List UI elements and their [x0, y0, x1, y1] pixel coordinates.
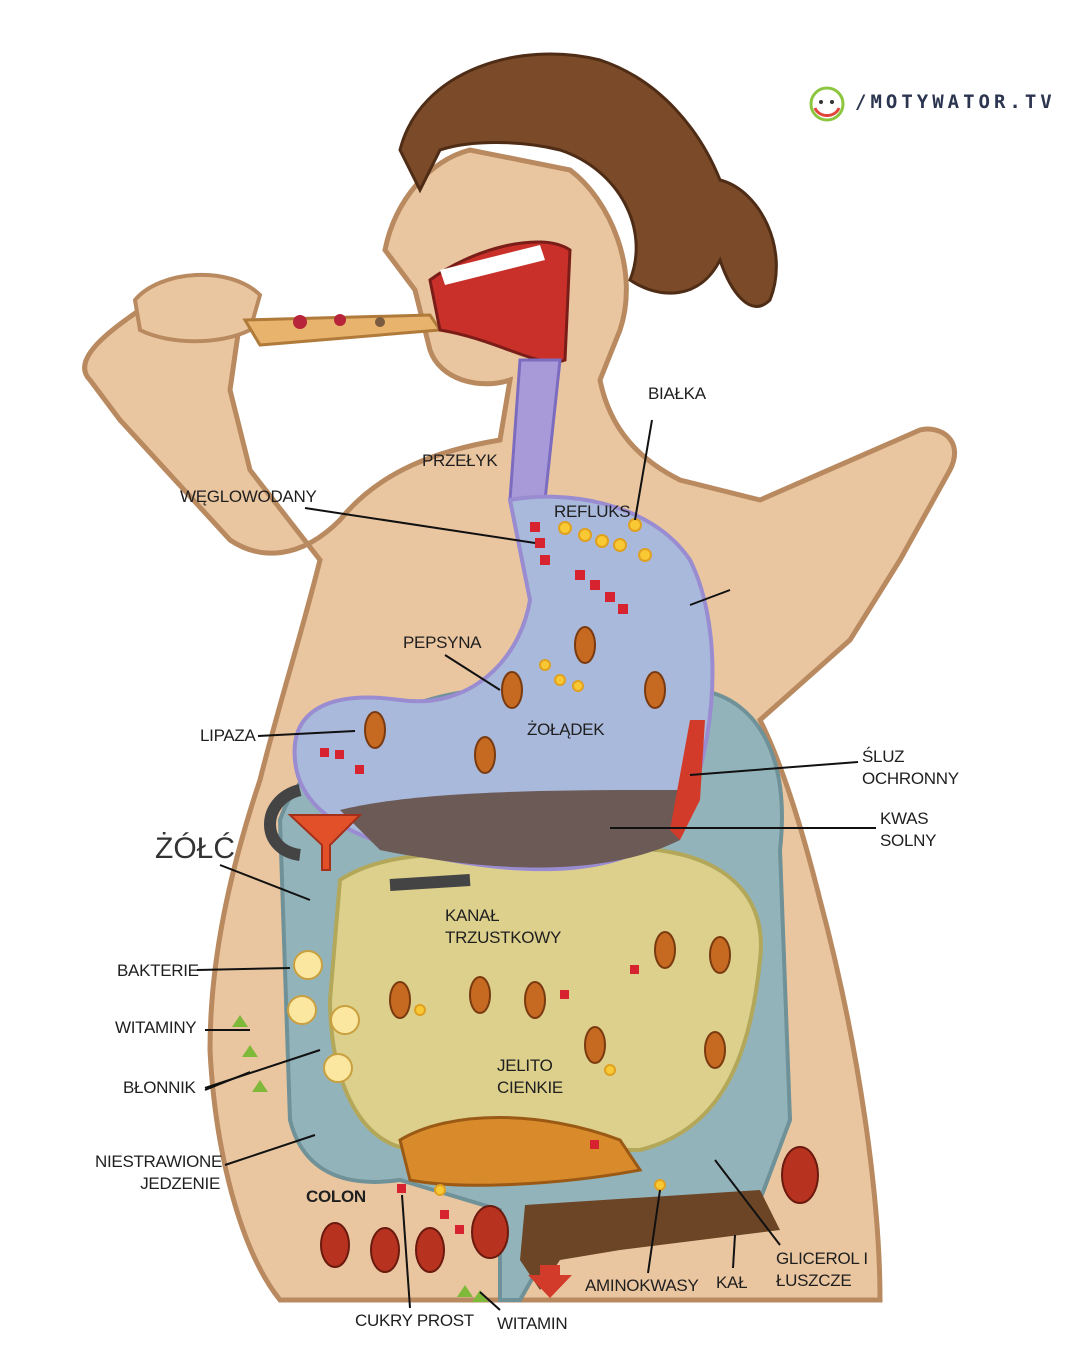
- enzyme-characters: [364, 626, 731, 1069]
- label-line: CIENKIE: [497, 1078, 563, 1097]
- exit-arrow-icon: [528, 1265, 572, 1298]
- pancreatic-duct: [264, 784, 471, 891]
- label-line: OCHRONNY: [862, 769, 959, 788]
- label-line: GLICEROL I: [776, 1249, 868, 1268]
- label-line: KWAS: [880, 809, 929, 828]
- bean-characters: [320, 1146, 819, 1273]
- label-glycerol: GLICEROL I ŁUSZCZE: [776, 1248, 868, 1292]
- smiley-logo-icon: [809, 86, 845, 122]
- label-vitamin: WITAMIN: [497, 1314, 568, 1333]
- rectum-feces: [520, 1190, 780, 1290]
- label-line: SOLNY: [880, 831, 937, 850]
- label-pepsin: PEPSYNA: [403, 633, 482, 652]
- brand-logo[interactable]: /MOTYWATOR.TV: [805, 82, 1056, 122]
- food-particles: [232, 518, 666, 1302]
- label-feces: KAŁ: [716, 1273, 748, 1292]
- label-bacteria: BAKTERIE: [117, 961, 199, 980]
- label-carbohydrates: WĘGLOWODANY: [180, 487, 317, 506]
- pancreas: [398, 1116, 643, 1187]
- label-undigested-food: NIESTRAWIONE JEDZENIE: [95, 1151, 223, 1195]
- label-simple-sugars: CUKRY PROST: [355, 1311, 474, 1330]
- label-pancreatic-duct: KANAŁ TRZUSTKOWY: [445, 905, 561, 949]
- label-acid: KWAS SOLNY: [880, 808, 936, 852]
- label-proteins: BIAŁKA: [648, 384, 706, 403]
- label-stomach: ŻOŁĄDEK: [527, 720, 605, 739]
- hair: [398, 52, 778, 308]
- bile-funnel-icon: [287, 814, 363, 871]
- label-amino-acids: AMINOKWASY: [585, 1276, 699, 1295]
- label-line: ŁUSZCZE: [776, 1271, 852, 1290]
- leader-lines: [196, 419, 876, 1311]
- stomach-acid: [340, 790, 680, 868]
- label-vitamins: WITAMINY: [115, 1018, 197, 1037]
- brand-logo-text: /MOTYWATOR.TV: [855, 91, 1056, 113]
- hand-with-pizza: [132, 272, 443, 347]
- label-line: TRZUSTKOWY: [445, 928, 561, 947]
- label-line: NIESTRAWIONE: [95, 1152, 223, 1171]
- label-line: JEDZENIE: [140, 1174, 220, 1193]
- label-lipase: LIPAZA: [200, 726, 256, 745]
- label-fiber: BŁONNIK: [123, 1078, 196, 1097]
- label-colon: COLON: [306, 1187, 366, 1206]
- label-line: ŚLUZ: [862, 747, 905, 766]
- label-bile: ŻÓŁĆ: [155, 832, 236, 865]
- label-line: JELITO: [497, 1056, 553, 1075]
- label-reflux: REFLUKS: [554, 502, 631, 521]
- label-mucus: ŚLUZ OCHRONNY: [862, 746, 959, 790]
- label-esophagus: PRZEŁYK: [422, 451, 498, 470]
- label-line: KANAŁ: [445, 906, 500, 925]
- label-small-intestine: JELITO CIENKIE: [497, 1055, 563, 1099]
- bacteria-characters: [287, 950, 360, 1083]
